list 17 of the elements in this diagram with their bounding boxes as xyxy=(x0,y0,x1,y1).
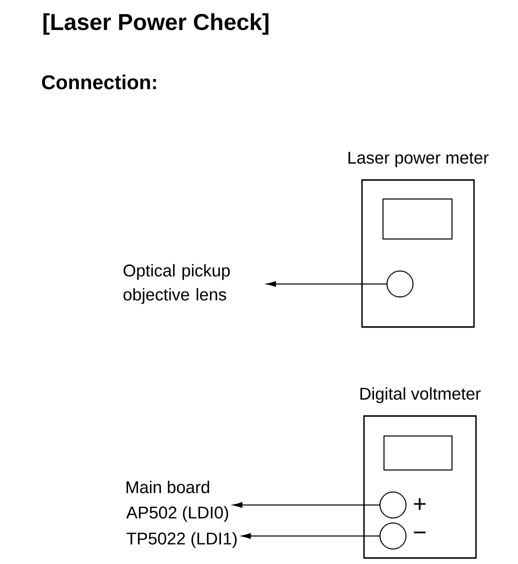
terminal-jack xyxy=(380,492,406,518)
arrow xyxy=(232,502,380,508)
title: [Laser Power Check] xyxy=(43,13,268,35)
arrow xyxy=(266,281,387,287)
connection-label: Optical pickup objective lens xyxy=(124,264,230,304)
node-label: Digital voltmeter xyxy=(360,387,481,404)
meter-box: Laser power meter xyxy=(348,152,489,328)
section-heading: Connection: xyxy=(42,74,156,90)
arrow xyxy=(241,533,380,539)
connection-label: TP5022 (LDI1) xyxy=(126,532,237,548)
terminal-jack xyxy=(386,270,414,298)
node-label: Laser power meter xyxy=(348,152,489,168)
connection-label: AP502 (LDI0) xyxy=(126,506,228,522)
board-label: Main board xyxy=(126,480,210,494)
terminal-jack xyxy=(380,522,406,550)
polarity-sign: − xyxy=(414,532,426,534)
polarity-sign: + xyxy=(414,498,426,510)
